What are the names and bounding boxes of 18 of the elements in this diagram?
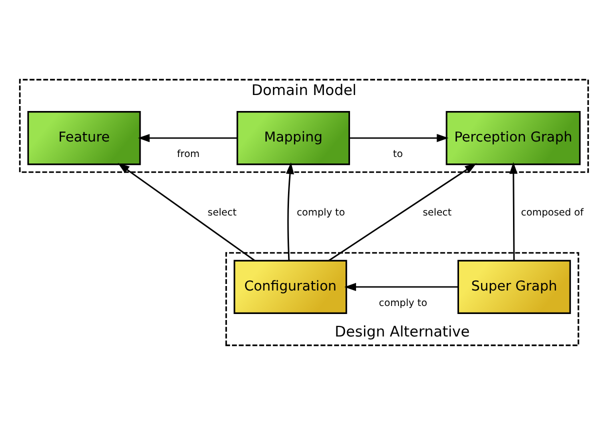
edge-label: composed of (520, 206, 584, 218)
arrow (349, 133, 448, 142)
edge-label: from (177, 148, 200, 160)
edge-label: select (208, 206, 237, 218)
edge-label: comply to (378, 297, 428, 308)
edge-label: comply to (296, 206, 345, 218)
node-box: Super Graph (457, 259, 571, 314)
arrow (328, 162, 477, 261)
arrow (509, 162, 518, 260)
edge-label: select (422, 206, 452, 218)
edge-label: to (393, 148, 403, 160)
arrow (344, 282, 458, 291)
arrow (138, 133, 238, 142)
arrow (118, 162, 255, 260)
node-box: Mapping (236, 110, 350, 165)
node-box: Perception Graph (446, 110, 581, 165)
node-box: Configuration (234, 259, 348, 314)
node-box: Feature (27, 110, 141, 165)
